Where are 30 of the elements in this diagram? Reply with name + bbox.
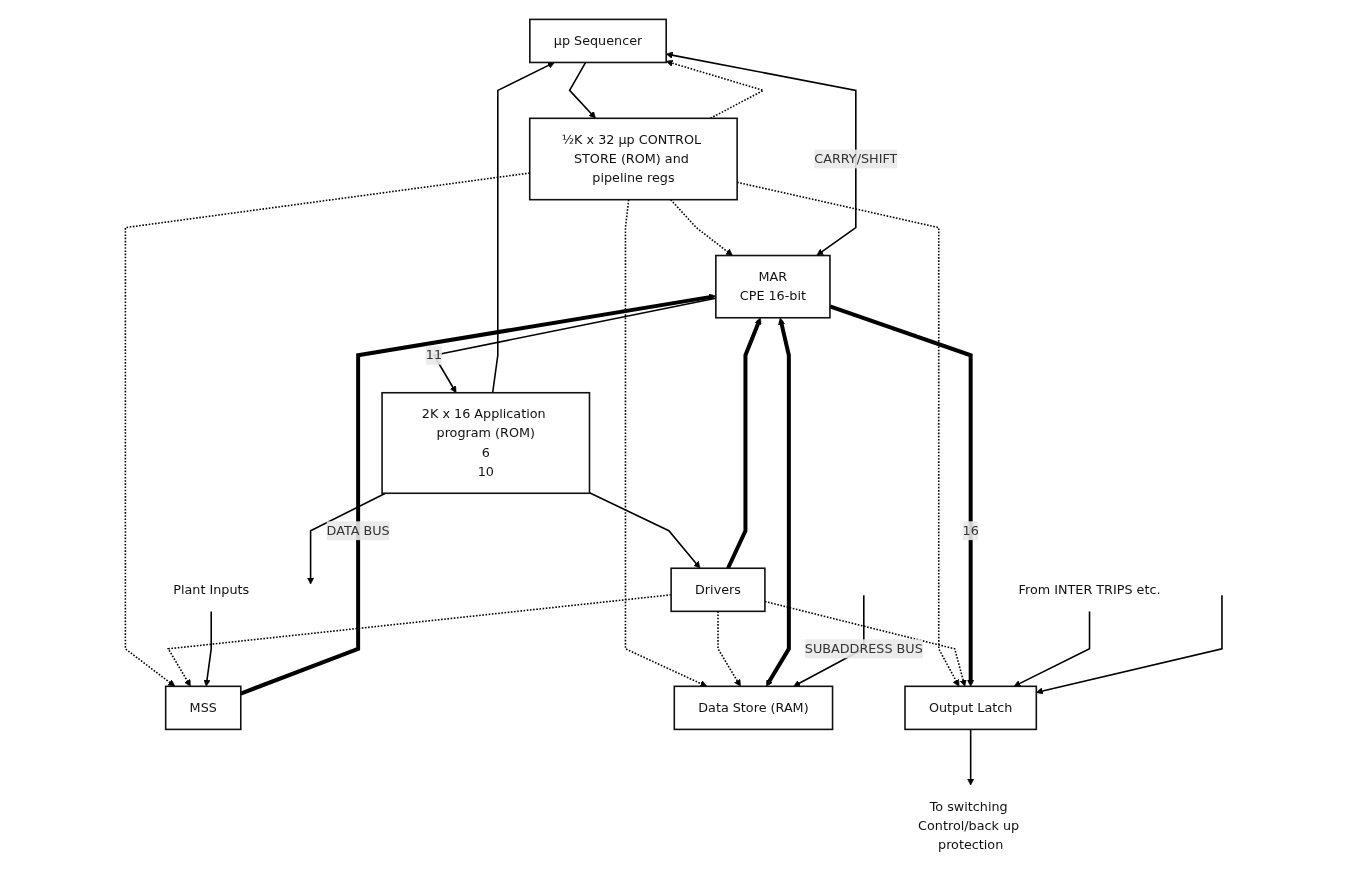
arrow [1013,610,1090,687]
edge-label: CARRY/SHIFT [813,151,897,167]
node-box: MSS [164,685,242,731]
edge-label: 16 [962,522,979,538]
arrow [966,728,974,786]
node-text: To switching Control/back up protection [917,798,1019,853]
node-box: Drivers [669,567,766,613]
node-text: Plant Inputs [172,581,249,597]
arrow [568,61,596,119]
arrow [588,491,700,569]
arrow [1035,594,1223,695]
node-box: 2K x 16 Application program (ROM) 6 10 [380,391,590,495]
edge-label: DATA BUS [326,522,390,538]
arrow [203,610,212,687]
node-box: Data Store (RAM) [673,685,833,731]
arrow [624,198,707,687]
arrow [669,198,733,256]
arrow [306,492,386,585]
edge-label: SUBADDRESS BUS [804,640,923,656]
node-box: MAR CPE 16-bit [714,254,831,319]
edge-label: 11 [425,347,442,363]
node-box: ½K x 32 µp CONTROL STORE (ROM) and pipeline regs [528,117,738,201]
arrow [665,59,765,120]
node-box: µp Sequencer [528,18,667,64]
arrow [665,51,857,256]
node-box: Output Latch [903,685,1037,731]
arrow [491,62,555,394]
arrow [725,317,761,570]
arrow [765,317,791,687]
node-text: From INTER TRIPS etc. [1018,581,1161,597]
